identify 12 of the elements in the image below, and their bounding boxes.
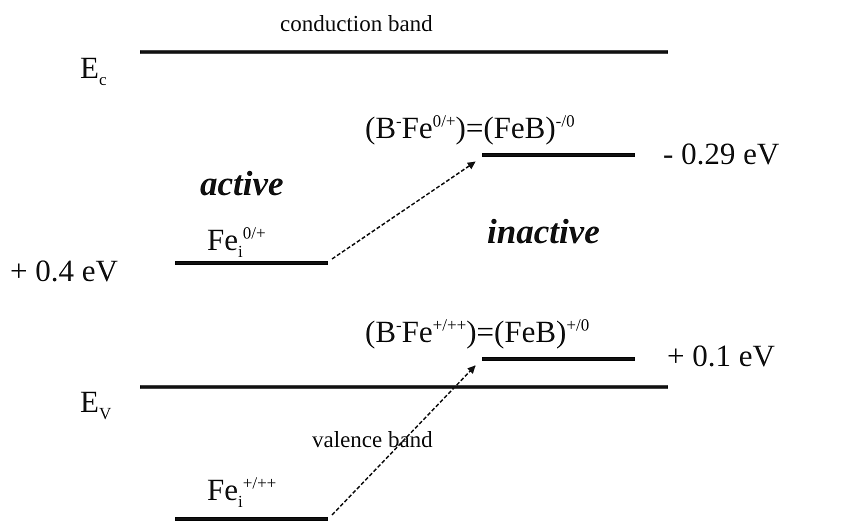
level-label: (B$^{-}$Fe$^{+/++}$)=(FeB)$^{+/0}$ (365, 316, 590, 347)
band-name: conduction band (280, 12, 433, 35)
state-label: active (200, 166, 284, 201)
energy-value: + 0.4 eV (10, 255, 118, 286)
level-label: (B$^{-}$Fe$^{0/+}$)=(FeB)$^{-/0}$ (365, 112, 575, 143)
energy-value: + 0.1 eV (667, 340, 775, 371)
transition-arrow (332, 161, 476, 260)
energy-value: - 0.29 eV (663, 138, 780, 169)
transition-arrow (331, 365, 476, 516)
state-label: inactive (487, 214, 600, 249)
band-edge-label: E$_{V}$ (80, 386, 112, 422)
band-edge-label: E$_{c}$ (80, 52, 106, 88)
